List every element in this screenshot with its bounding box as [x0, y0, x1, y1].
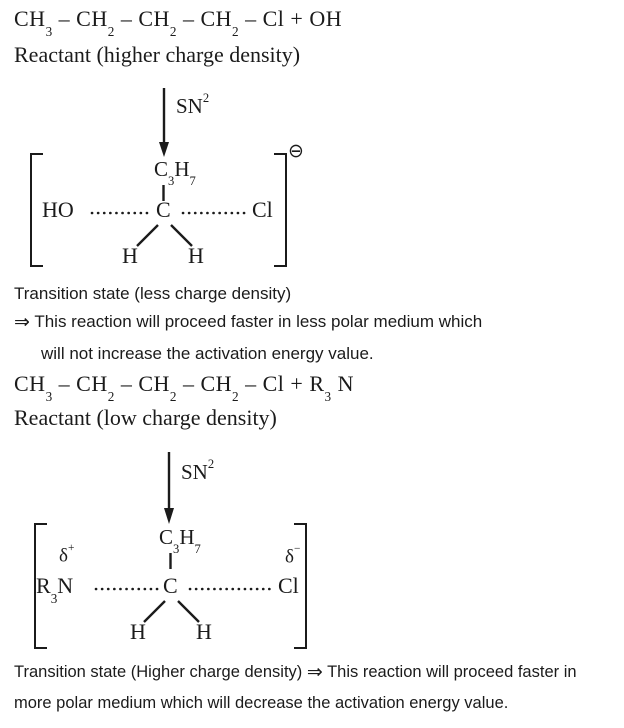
top-group: C3H7 [159, 525, 201, 557]
arrow-head [164, 508, 174, 524]
conclusion-line-1: ⇒ This reaction will proceed faster in l… [14, 311, 482, 333]
conclusion-text-1: This reaction will proceed faster in les… [34, 312, 483, 331]
implies-arrow-icon: ⇒ [306, 661, 323, 683]
hydrogen-left: H [122, 243, 138, 268]
left-group: R3N [36, 573, 74, 606]
conclusion-text-2: This reaction will proceed faster in [327, 663, 577, 681]
bond-diagonal-right [170, 224, 193, 247]
conclusion-line-3: Transition state (Higher charge density)… [14, 661, 577, 683]
down-arrow-icon [159, 88, 169, 157]
hydrogen-right: H [196, 619, 212, 644]
bond-lines [90, 185, 251, 247]
transition-state-diagram-2: δ+ δ− C3H7 R3N C Cl H H [33, 519, 325, 653]
conclusion-line-2: will not increase the activation energy … [41, 344, 374, 363]
bond-diagonal-left [143, 600, 166, 623]
sn2-label-1: SN2 [176, 90, 210, 118]
conclusion-line-4: more polar medium which will decrease th… [14, 694, 509, 712]
ts-caption-1: Transition state (less charge density) [14, 284, 292, 303]
center-atom: C [163, 573, 178, 598]
left-bracket [30, 153, 43, 267]
reaction-formula-1: CH3 – CH2 – CH2 – CH2 – Cl + OH [14, 6, 343, 39]
bond-lines [94, 553, 275, 623]
negative-charge-icon: ⊖ [288, 140, 304, 162]
implies-arrow-icon: ⇒ [14, 311, 30, 333]
bond-diagonal-left [136, 224, 159, 247]
center-atom: C [156, 197, 171, 222]
right-bracket [294, 523, 307, 649]
arrow-head [159, 142, 169, 157]
bond-diagonal-right [177, 600, 200, 623]
sn2-label-2: SN2 [181, 456, 215, 484]
right-group: Cl [278, 573, 299, 598]
ts-caption-2: Transition state (Higher charge density) [14, 663, 303, 681]
hydrogen-right: H [188, 243, 204, 268]
delta-minus-label: δ− [285, 543, 301, 568]
top-group: C3H7 [154, 157, 196, 189]
left-bracket [34, 523, 47, 649]
transition-state-diagram-1: ⊖ C3H7 HO C Cl H H [30, 140, 322, 276]
reaction-formula-2: CH3 – CH2 – CH2 – CH2 – Cl + R3 N [14, 371, 354, 404]
reactant-label-1: Reactant (higher charge density) [14, 42, 301, 67]
right-group: Cl [252, 197, 273, 222]
right-bracket [274, 153, 287, 267]
down-arrow-icon [164, 452, 174, 524]
left-group: HO [42, 197, 74, 222]
reactant-label-2: Reactant (low charge density) [14, 405, 277, 430]
hydrogen-left: H [130, 619, 146, 644]
delta-plus-label: δ+ [59, 542, 75, 567]
